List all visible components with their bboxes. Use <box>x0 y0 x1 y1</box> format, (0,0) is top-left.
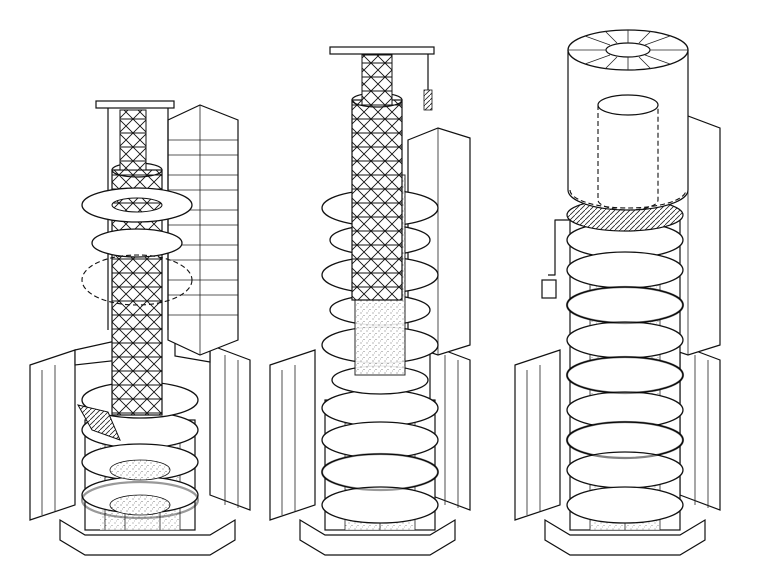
crane-beam-2 <box>329 46 435 55</box>
foundation-pit-2 <box>269 344 471 556</box>
tower-panel-stage-2 <box>269 46 471 556</box>
top-cylinder-3 <box>567 29 689 211</box>
building-frame-1 <box>167 104 239 356</box>
foundation-pit-3 <box>514 344 721 556</box>
lattice-mast-1 <box>107 105 169 416</box>
core-cylinder-2 <box>320 389 440 531</box>
lattice-mast-2 <box>351 52 433 301</box>
side-hoist-3 <box>541 219 570 299</box>
tower-panel-stage-1 <box>29 100 251 556</box>
floating-disks-1 <box>81 187 193 306</box>
crane-beam-1 <box>95 100 175 109</box>
tower-panel-stage-3 <box>514 29 721 556</box>
core-cylinder-3 <box>565 198 685 531</box>
